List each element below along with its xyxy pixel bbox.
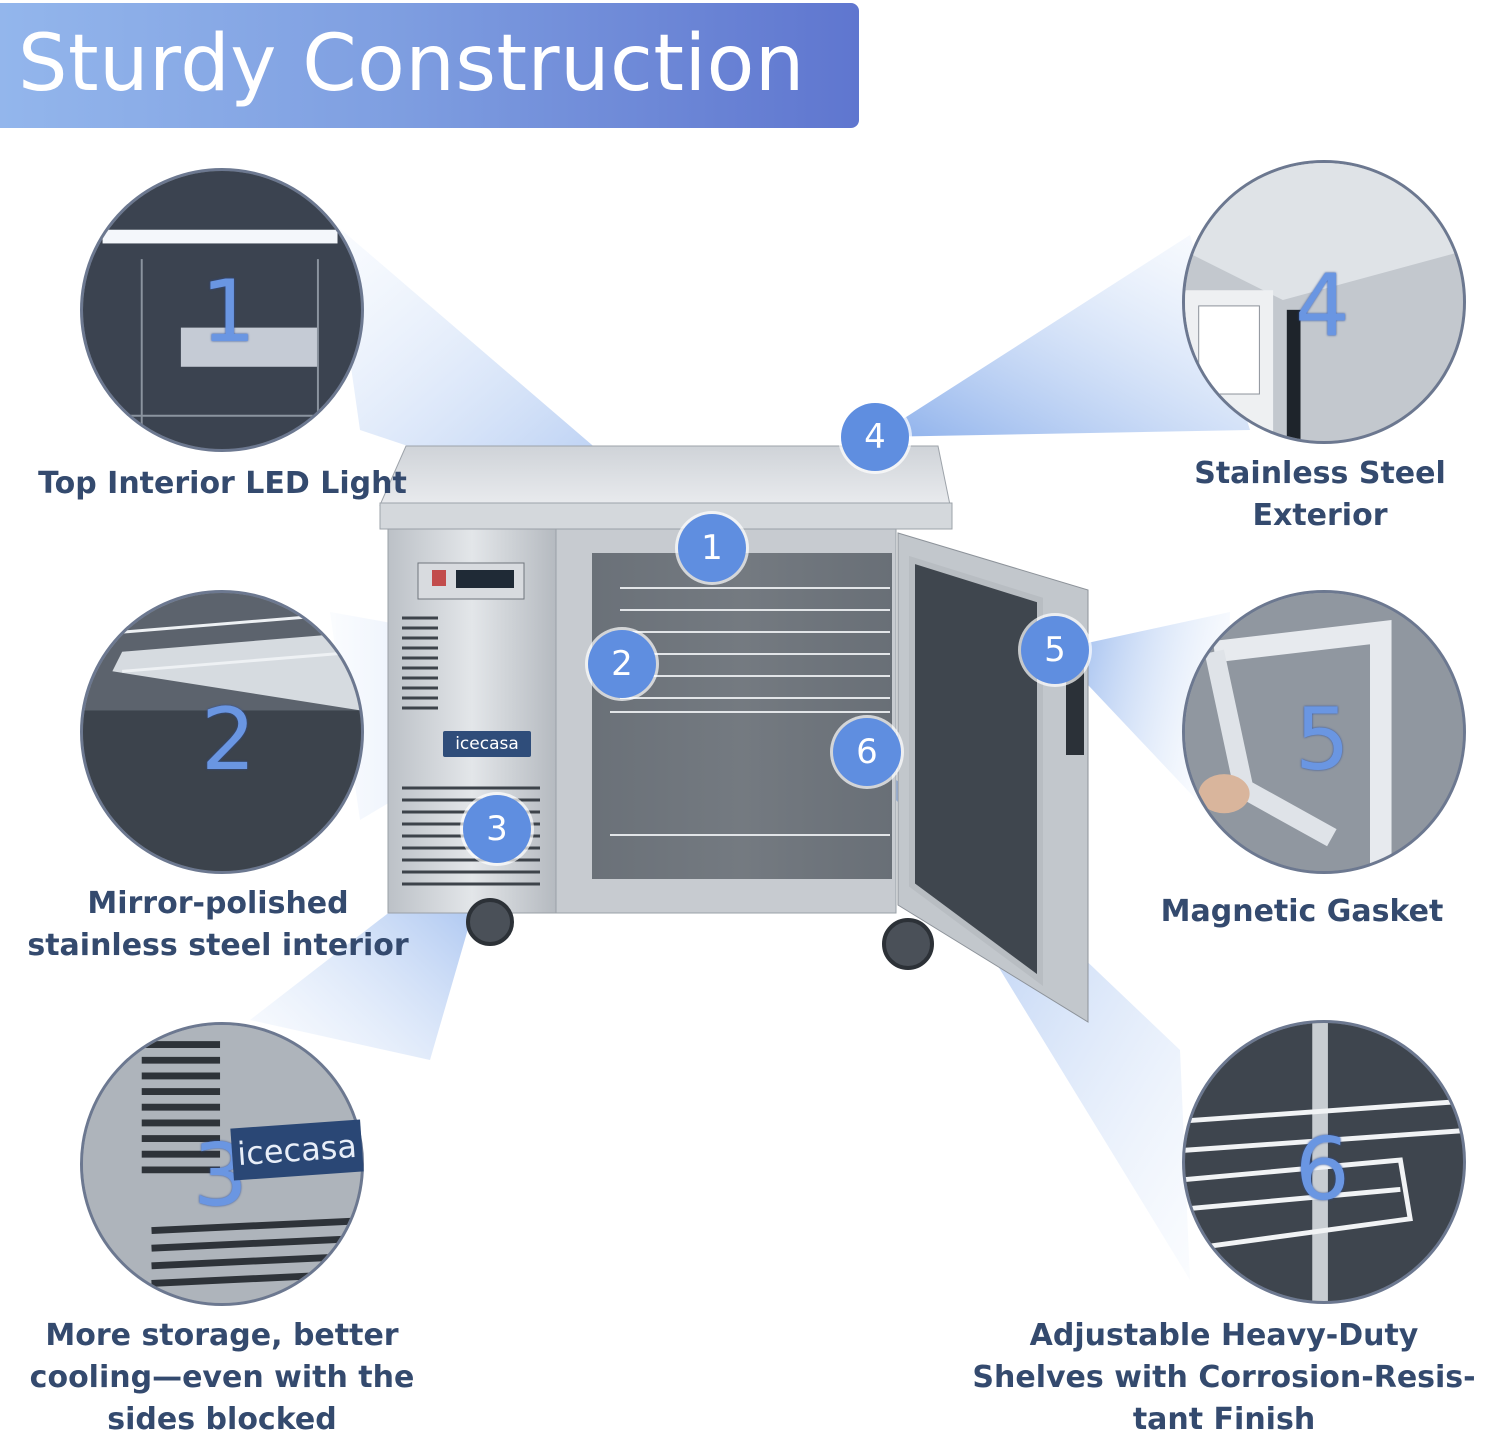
wire-shelf bbox=[610, 587, 890, 836]
detail-number-6: 6 bbox=[1295, 1120, 1350, 1220]
badge-1[interactable]: 1 bbox=[678, 514, 746, 582]
detail-polished-interior: 2 bbox=[80, 590, 364, 874]
detail-number-5: 5 bbox=[1295, 690, 1350, 790]
caption-4: Stainless Steel Exterior bbox=[1194, 456, 1446, 533]
shelves-photo bbox=[1185, 1023, 1463, 1301]
badge-6[interactable]: 6 bbox=[833, 718, 901, 786]
interior-photo bbox=[83, 593, 361, 871]
caption-2: Mirror-polished stainless steel interior bbox=[27, 886, 409, 963]
badge-2[interactable]: 2 bbox=[588, 630, 656, 698]
badge-3[interactable]: 3 bbox=[463, 795, 531, 863]
detail-led-light: 1 bbox=[80, 168, 364, 452]
brand-logo-small: icecasa bbox=[443, 731, 531, 757]
gasket-photo bbox=[1185, 593, 1463, 871]
caption-6: Adjustable Heavy-Duty Shelves with Corro… bbox=[972, 1318, 1476, 1437]
detail-adjustable-shelves: 6 bbox=[1182, 1020, 1466, 1304]
caption-3: More storage, better cooling—even with t… bbox=[29, 1318, 415, 1437]
brand-logo-large: icecasa bbox=[230, 1119, 364, 1181]
title-banner: Sturdy Construction bbox=[0, 3, 859, 128]
beam-4 bbox=[875, 235, 1250, 437]
badge-5[interactable]: 5 bbox=[1021, 616, 1089, 684]
led-light-photo bbox=[83, 171, 361, 449]
detail-number-1: 1 bbox=[201, 262, 256, 362]
detail-steel-exterior: 4 bbox=[1182, 160, 1466, 444]
caption-1: Top Interior LED Light bbox=[38, 466, 407, 501]
exterior-photo bbox=[1185, 163, 1463, 441]
badge-4[interactable]: 4 bbox=[841, 403, 909, 471]
detail-number-2: 2 bbox=[201, 690, 256, 790]
caption-5: Magnetic Gasket bbox=[1160, 894, 1444, 929]
detail-magnetic-gasket: 5 bbox=[1182, 590, 1466, 874]
detail-number-4: 4 bbox=[1295, 256, 1350, 356]
page-title: Sturdy Construction bbox=[18, 19, 805, 109]
caster-left bbox=[466, 898, 514, 946]
caster-right bbox=[882, 918, 934, 970]
